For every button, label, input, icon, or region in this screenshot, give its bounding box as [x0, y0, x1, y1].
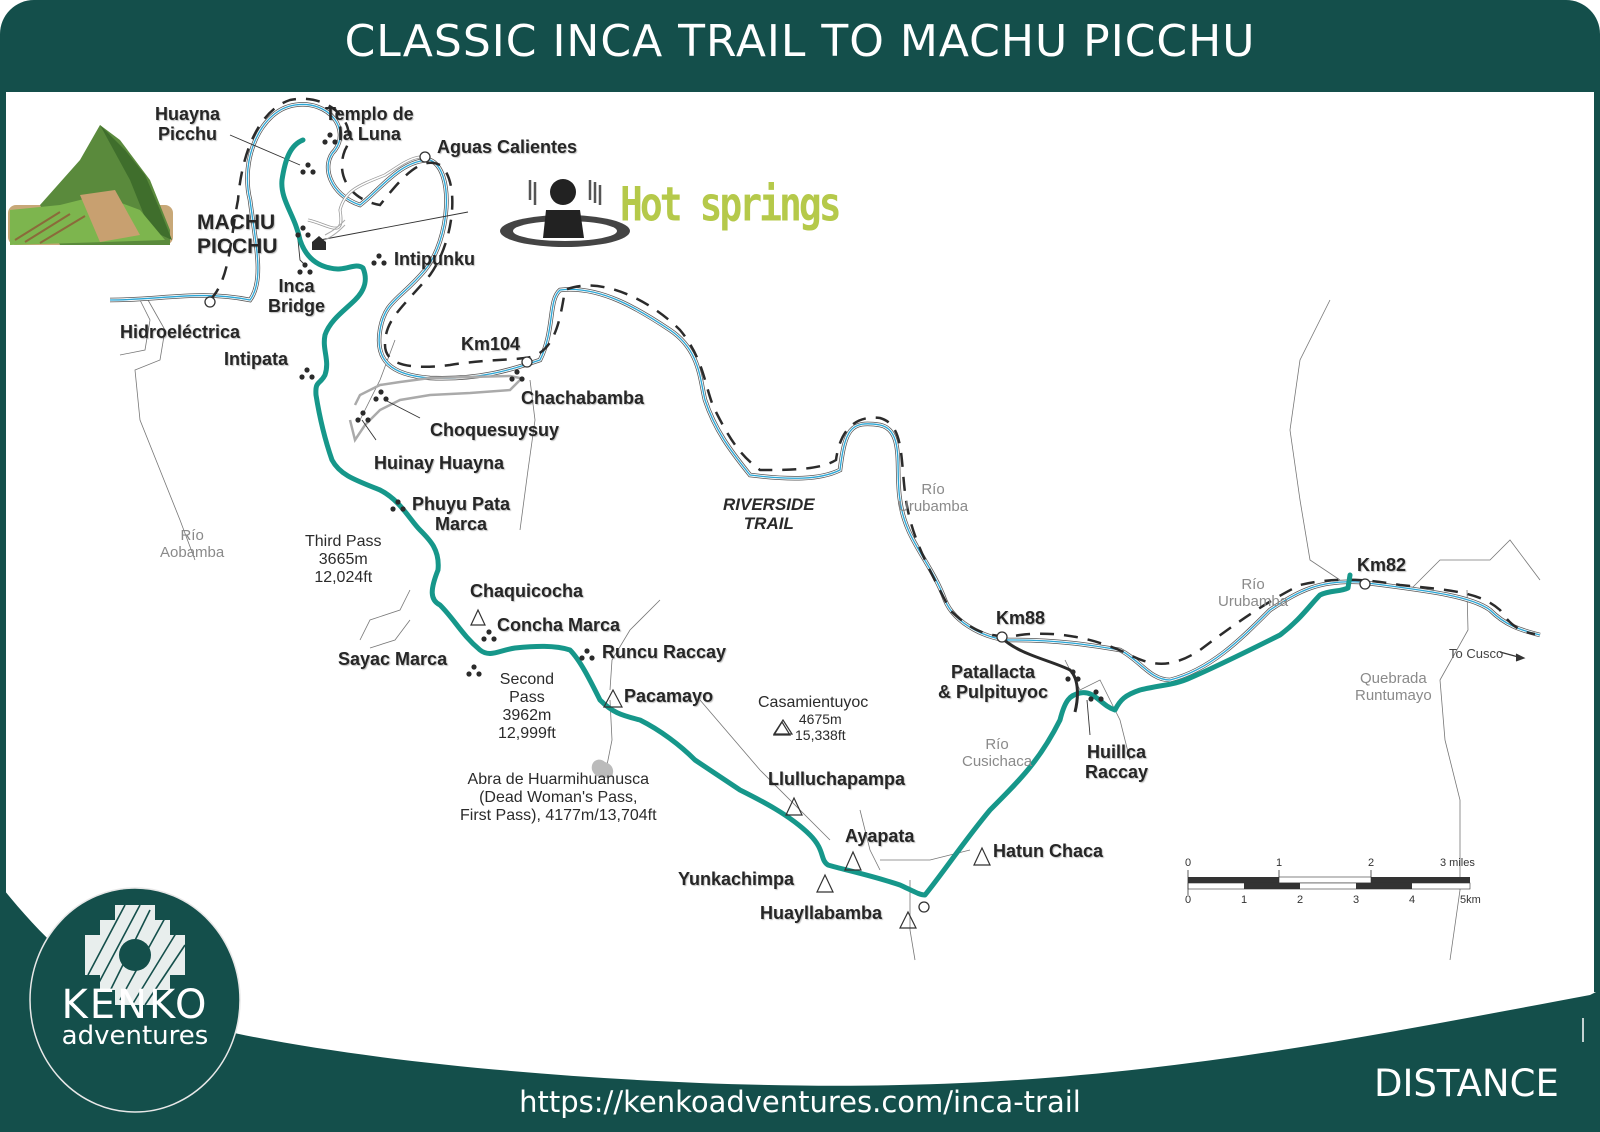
machu-picchu-marker	[312, 236, 326, 250]
label-km82: Km82	[1357, 555, 1407, 575]
kenko-logo: KENKO adventures	[40, 982, 230, 1051]
label-pacamayo: Pacamayo	[624, 686, 714, 706]
scale-km-3: 3	[1353, 894, 1360, 906]
campsite-markers	[470, 608, 991, 929]
chakana-logo-icon	[85, 904, 186, 1006]
label-huinay-huayna: Huinay Huayna	[374, 453, 505, 473]
website-link[interactable]: https://kenkoadventures.com/inca-trail	[519, 1085, 1081, 1119]
scale-mile-2: 2	[1368, 857, 1375, 869]
scale-km-2: 2	[1297, 894, 1304, 906]
label-to-cusco: To Cusco	[1449, 646, 1504, 661]
page-title: CLASSIC INCA TRAIL TO MACHU PICCHU	[344, 16, 1256, 67]
label-intipunku: Intipunku	[394, 249, 475, 269]
scale-km-1: 1	[1241, 894, 1248, 906]
label-hidroelectrica: Hidroeléctrica	[120, 322, 241, 342]
ruin-markers	[295, 132, 1104, 702]
scale-mile-1: 1	[1276, 857, 1283, 869]
hot-springs-bather-icon	[500, 179, 630, 247]
left-border	[0, 92, 6, 932]
footer-swoosh	[0, 885, 1600, 1132]
railway-dashed-line	[209, 97, 1536, 665]
scale-bar	[1187, 870, 1471, 895]
campsite-icon	[772, 718, 794, 735]
label-hatun-chaca: Hatun Chaca	[993, 841, 1104, 861]
label-llulluchapampa: Llulluchapampa	[768, 769, 906, 789]
label-km104: Km104	[461, 334, 521, 354]
label-choquesuysuy: Choquesuysuy	[430, 420, 560, 440]
label-runcu-raccay: Runcu Raccay	[602, 642, 727, 662]
label-casamientuyoc: Casamientuyoc	[758, 694, 869, 711]
label-huayllabamba: Huayllabamba	[760, 903, 883, 923]
label-patallacta-pulpituyoc: Patallacta& Pulpituyoc	[938, 662, 1049, 703]
scale-km-4: 4	[1409, 894, 1416, 906]
logo-tagline: adventures	[61, 1021, 209, 1051]
label-concha-marca: Concha Marca	[497, 615, 621, 635]
logo-wordmark: KENKO	[61, 982, 209, 1028]
right-border	[1594, 92, 1600, 992]
valley-lines	[119, 299, 1541, 961]
scale-mile-3: 3 miles	[1440, 857, 1475, 869]
label-sayac-marca: Sayac Marca	[338, 649, 448, 669]
scale-mile-0: 0	[1185, 857, 1192, 869]
label-chachabamba: Chachabamba	[521, 388, 645, 408]
distance-label: DISTANCE	[1374, 1062, 1559, 1105]
river-urubamba	[109, 102, 1541, 683]
km104-trail	[348, 374, 521, 444]
title-banner	[0, 0, 1600, 92]
label-intipata: Intipata	[224, 349, 289, 369]
label-yunkachimpa: Yunkachimpa	[678, 869, 795, 889]
label-chaquicocha: Chaquicocha	[470, 581, 584, 601]
label-aguas-calientes: Aguas Calientes	[437, 137, 578, 157]
label-hot-springs: Hot springs	[620, 176, 842, 232]
label-ayapata: Ayapata	[845, 826, 915, 846]
scale-km-0: 0	[1185, 894, 1192, 906]
label-km88: Km88	[996, 608, 1046, 628]
machu-picchu-mountain-illustration	[8, 125, 173, 245]
station-markers	[204, 151, 1371, 913]
label-dead-womans-pass: Abra de Huarmihuanusca(Dead Woman's Pass…	[460, 771, 657, 824]
scale-km-5: 5km	[1460, 894, 1481, 906]
